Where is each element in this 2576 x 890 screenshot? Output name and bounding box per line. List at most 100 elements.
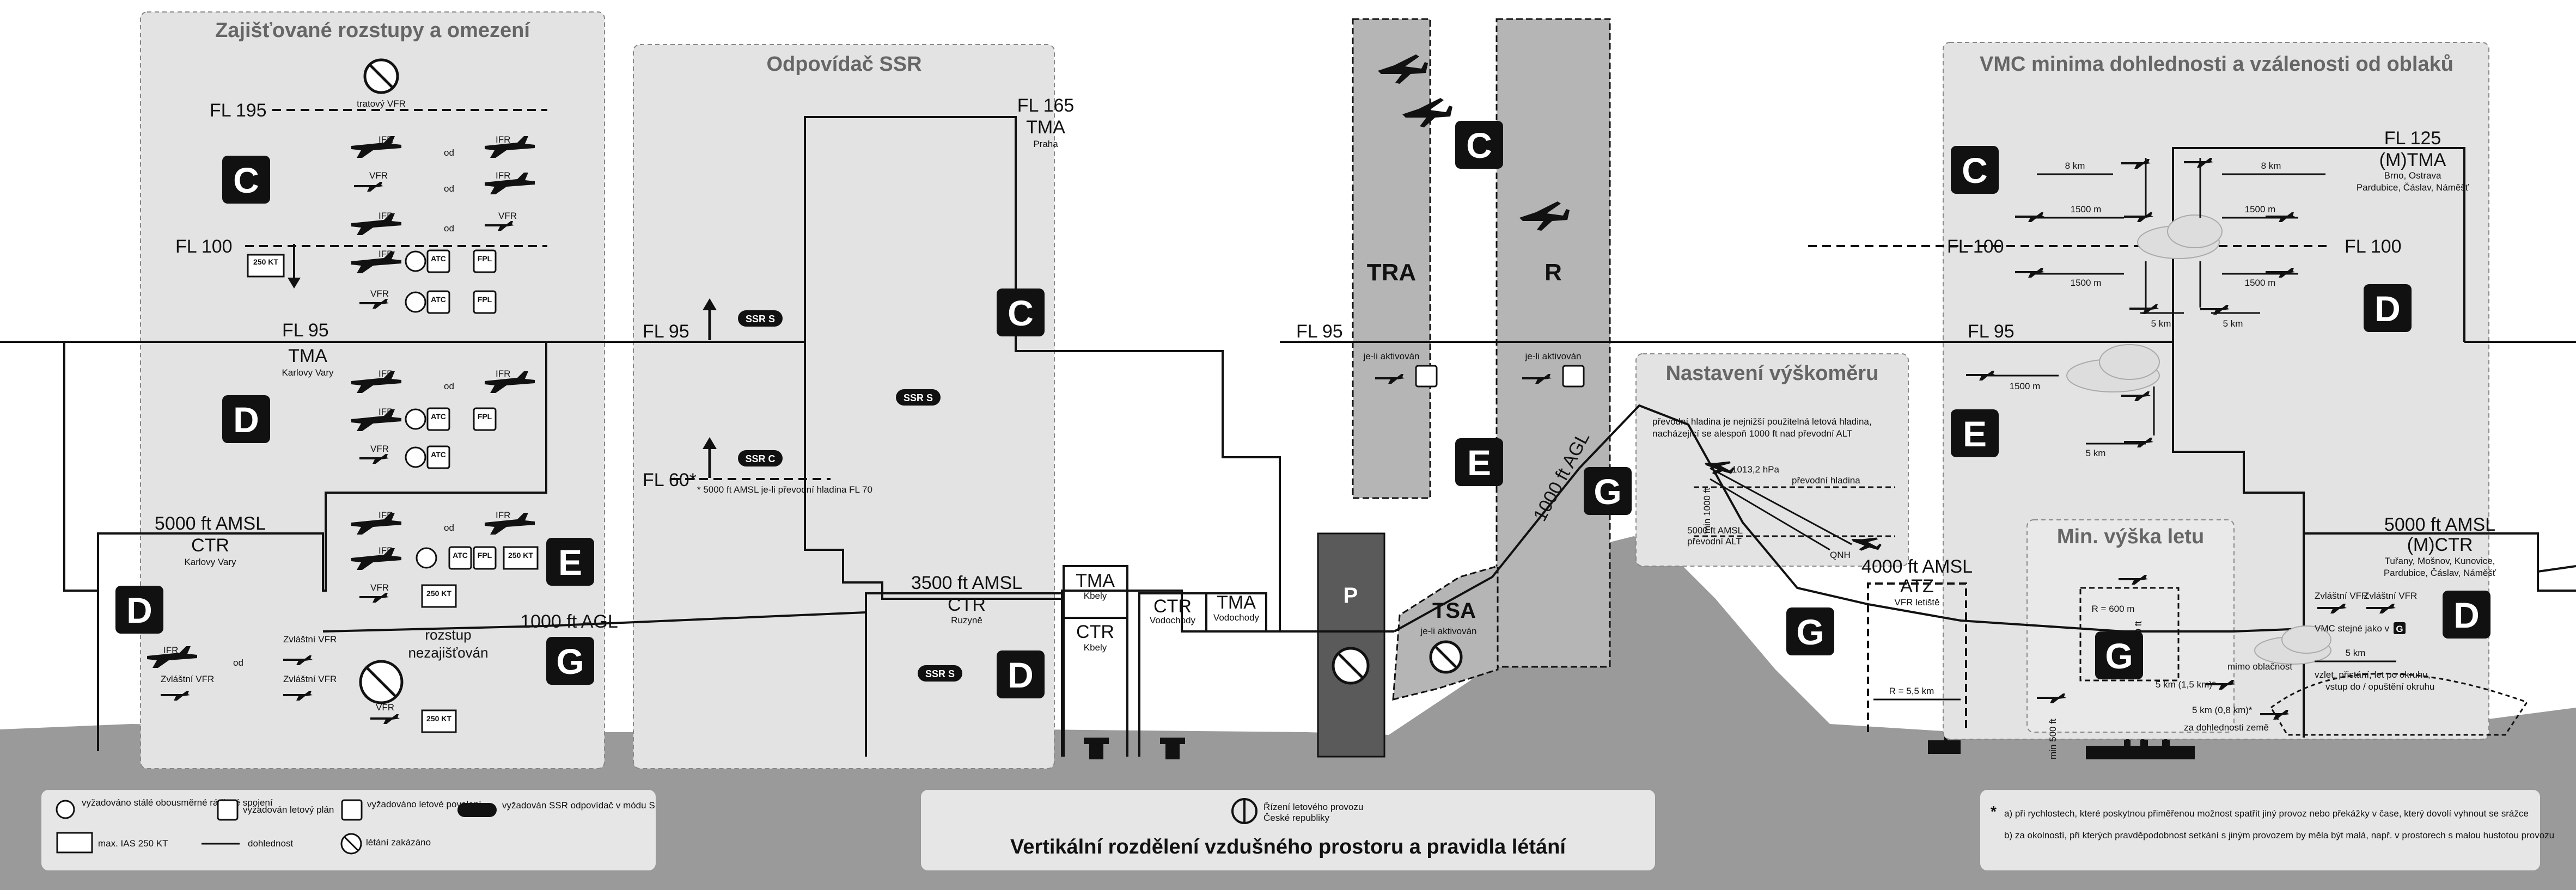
svg-text:E: E [558,542,582,582]
tma-kbely-label: TMA [1076,570,1115,591]
speed-limit-icon: 250 KT [247,254,285,278]
p-area [1317,532,1385,758]
svg-text:250 KT: 250 KT [426,589,451,598]
tsa-label: TSA [1432,599,1476,623]
svg-text:IFR: IFR [496,134,510,145]
vmc-labels: 8 km 8 km 1500 m 1500 m 1500 m 1500 m 5 … [2010,161,2281,458]
vodochody-tower-icon [1160,738,1185,759]
svg-text:D: D [2453,595,2480,635]
svg-text:od: od [233,658,243,668]
panel-altimeter-title: Nastavení výškoměru [1666,362,1879,385]
prohibited-vfr-icon [363,58,399,94]
svg-text:D: D [233,400,259,440]
class-e-tra: E [1455,438,1503,486]
class-d-right: D [2364,284,2412,332]
speed-badge-icon: 250 KT 250 KT 250 KT [421,546,539,733]
r-label: R [1545,259,1562,286]
svg-text:SSR C: SSR C [745,453,775,464]
svg-text:1500 m: 1500 m [2245,204,2276,214]
fl95-praha-label: FL 95 [1296,321,1343,342]
class-c-left: C [222,156,270,204]
fl165-label: FL 165 [1017,95,1075,116]
panel-min-height-title: Min. výška letu [2057,525,2204,548]
footer-org-1: Řízení letového provozu [1263,802,1363,812]
ctr-kv-label: CTR [191,535,229,556]
svg-text:dohlednost: dohlednost [248,838,293,849]
svg-text:8 km: 8 km [2065,161,2085,171]
vfr-req-row-d: VFR [359,444,389,464]
panel-vmc-title: VMC minima dohlednosti a vzálenosti od o… [1980,53,2453,76]
svg-text:VFR: VFR [370,582,389,593]
svg-text:G: G [1594,471,1621,512]
panel-restrictions [140,11,605,769]
svg-text:od: od [444,148,454,158]
fl95-left-label: FL 95 [282,320,329,341]
note-b: b) za okolností, při kterých pravděpodob… [2004,830,2554,840]
alt-1000ft-label: min 1000 ft [1702,488,1712,533]
svg-text:vyžadováno letové povolení: vyžadováno letové povolení [367,799,481,809]
ctr-kv-plane-row: IFR od Zvláštní VFR Zvláštní VFR Zvláštn… [147,634,337,701]
svg-text:1500 m: 1500 m [2245,278,2276,288]
class-g-right: G [2095,631,2143,679]
ctr-kv-sub: Karlovy Vary [184,557,236,567]
mctr-sub1: Tuřany, Mošnov, Kunovice, [2385,556,2495,566]
svg-text:IFR: IFR [379,545,393,556]
tma-vodochody-sub: Vodochody [1213,612,1260,623]
mctr-special-vfr-1: Zvláštní VFR [2315,591,2368,601]
mtma-sub1: Brno, Ostrava [2384,170,2441,181]
mctr-sub2: Pardubice, Čáslav, Náměšť [2384,568,2496,578]
mtma-sub2: Pardubice, Čáslav, Náměšť [2357,182,2469,193]
tra-activated: je-li aktivován [1363,351,1420,361]
ssr-note: * 5000 ft AMSL je-li převodní hladina FL… [697,484,872,495]
transition-level-label: převodní hladina [1792,475,1860,486]
r-plane-icon [1522,365,1585,388]
up-arrow-fl60-icon [703,437,717,478]
svg-text:C: C [233,160,259,200]
svg-text:C: C [1008,293,1034,333]
class-e-left: E [546,538,594,586]
svg-text:5 km: 5 km [2151,318,2171,329]
svg-text:5 km: 5 km [2223,318,2243,329]
min1000-label: min 1000 ft [2133,621,2144,667]
p-prohibited-icon [1332,647,1370,685]
svg-text:ATC: ATC [431,254,446,263]
svg-text:250 KT: 250 KT [253,257,278,266]
mctr-label: (M)CTR [2407,535,2473,555]
svg-text:IFR: IFR [379,249,393,259]
fl95-right-label: FL 95 [1968,321,2015,342]
r600-label: R = 600 m [2092,604,2135,614]
panel-altimeter [1635,353,1909,567]
svg-text:max. IAS 250 KT: max. IAS 250 KT [98,838,168,849]
svg-text:ATC: ATC [431,450,446,459]
svg-text:IFR: IFR [496,510,510,520]
outside-clouds-label: mimo oblačnost [2227,661,2292,672]
svg-text:8 km: 8 km [2261,161,2281,171]
fl100-arrow-icon [288,244,301,289]
ssr-c-badge-icon: SSR C [738,450,783,467]
class-d-ruzyne: D [997,650,1045,698]
fl195-label: FL 195 [210,100,267,121]
svg-text:IFR: IFR [496,369,510,379]
mctr-alt-label: 5000 ft AMSL [2384,514,2495,535]
svg-text:IFR: IFR [379,369,393,379]
svg-text:1500 m: 1500 m [2010,381,2041,391]
notes-box [1979,789,2541,871]
svg-text:E: E [1467,443,1491,483]
class-g-mountain: G [1584,467,1632,515]
class-g-mid: G [1786,607,1834,655]
class-c-praha: C [997,289,1045,336]
legend-items: vyžadováno stálé obousměrné rádiové spoj… [56,797,655,855]
mctr-special-vfr-2: Zvláštní VFR [2364,591,2417,601]
radio-badge-icon [405,250,437,569]
svg-text:Zvláštní VFR: Zvláštní VFR [161,674,214,684]
svg-text:vyžadován SSR odpovídač v módu: vyžadován SSR odpovídač v módu S [502,800,655,811]
svg-text:od: od [444,523,454,533]
svg-text:FPL: FPL [478,551,492,560]
footer-title-box [920,789,1656,871]
svg-text:VFR: VFR [370,289,389,299]
svg-text:IFR: IFR [496,170,510,181]
svg-text:250 KT: 250 KT [426,714,451,723]
km08-label: 5 km (0,8 km)* [2192,705,2253,715]
